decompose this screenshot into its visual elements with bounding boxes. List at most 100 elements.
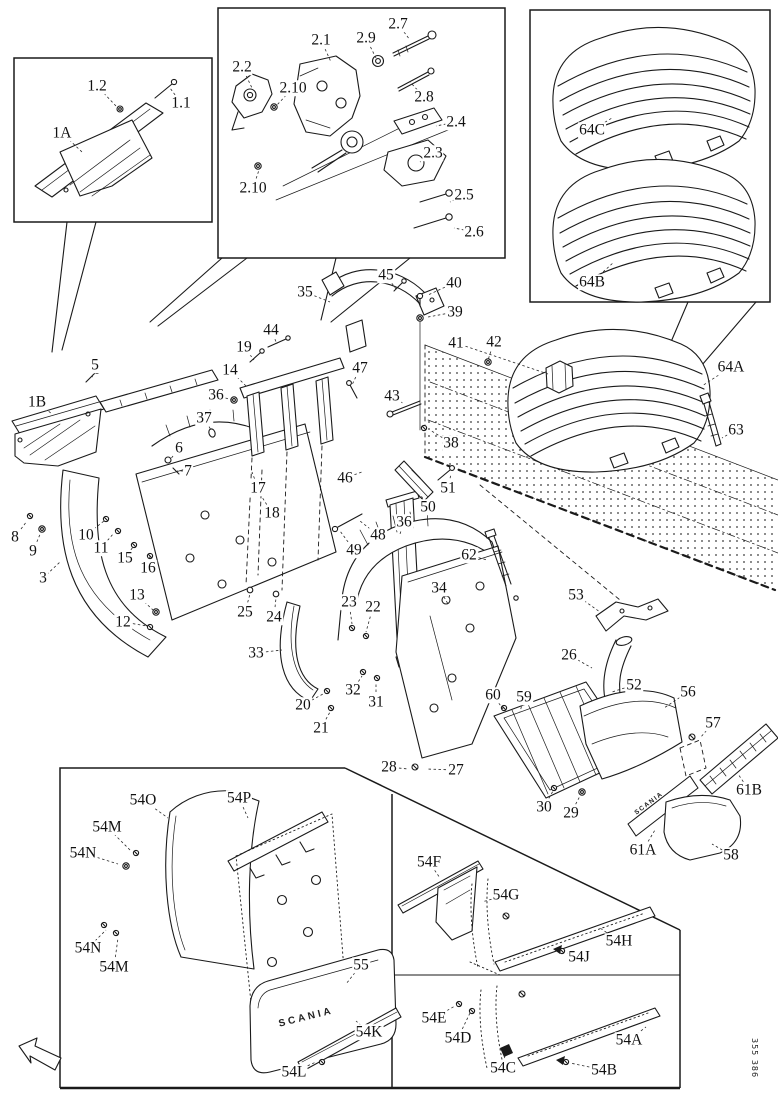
bracket-row [208, 336, 357, 597]
strip-group-lower [455, 986, 660, 1068]
callout-2.3: 2.3 [422, 144, 444, 162]
callout-3: 3 [38, 569, 48, 587]
strip-group-upper [398, 861, 655, 975]
inset-box-1 [14, 58, 212, 222]
callout-36: 36 [395, 513, 413, 531]
callout-6: 6 [174, 439, 184, 457]
callout-2.7: 2.7 [387, 15, 409, 33]
callout-5: 5 [90, 356, 100, 374]
callout-42: 42 [485, 333, 503, 351]
callout-30: 30 [535, 798, 553, 816]
callout-17: 17 [249, 479, 267, 497]
panel-4 [136, 410, 336, 620]
callout-57: 57 [704, 714, 722, 732]
callout-7: 7 [183, 462, 193, 480]
callout-11: 11 [92, 539, 110, 557]
callout-2.9: 2.9 [355, 29, 377, 47]
callout-2.10: 2.10 [238, 179, 268, 197]
callout-27: 27 [447, 761, 465, 779]
badge-strip-61a [628, 776, 698, 836]
grab-handle-35 [322, 270, 573, 432]
callout-32: 32 [344, 681, 362, 699]
fender-33 [280, 602, 318, 701]
callout-54G: 54G [491, 886, 521, 904]
panel-64a [507, 328, 721, 473]
callout-23: 23 [340, 593, 358, 611]
callout-12: 12 [114, 613, 132, 631]
callout-54F: 54F [415, 853, 443, 871]
callout-52: 52 [625, 676, 643, 694]
callout-22: 22 [364, 598, 382, 616]
callout-54M: 54M [98, 958, 130, 976]
step-1b-group [12, 369, 218, 466]
callout-64C: 64C [578, 121, 606, 139]
callout-1.2: 1.2 [86, 77, 108, 95]
callout-56: 56 [679, 683, 697, 701]
callout-62: 62 [460, 546, 478, 564]
callout-55: 55 [352, 956, 370, 974]
callout-54N: 54N [73, 939, 103, 957]
callout-54M: 54M [91, 818, 123, 836]
callout-61B: 61B [735, 781, 763, 799]
panel-58 [664, 795, 741, 860]
callout-25: 25 [236, 603, 254, 621]
callout-21: 21 [312, 719, 330, 737]
rod-62 [485, 529, 518, 600]
callout-2.4: 2.4 [445, 113, 467, 131]
callout-20: 20 [294, 696, 312, 714]
callout-44: 44 [262, 321, 280, 339]
callout-14: 14 [221, 361, 239, 379]
callout-26: 26 [560, 646, 578, 664]
callout-13: 13 [128, 586, 146, 604]
inset-3-panels-64c-64b [552, 26, 756, 303]
callout-37: 37 [195, 409, 213, 427]
callout-28: 28 [380, 758, 398, 776]
callout-54H: 54H [604, 932, 634, 950]
callout-51: 51 [439, 479, 457, 497]
callout-9: 9 [28, 542, 38, 560]
callout-19: 19 [235, 338, 253, 356]
callout-40: 40 [445, 274, 463, 292]
callout-16: 16 [139, 559, 157, 577]
callout-54J: 54J [567, 948, 591, 966]
callout-36: 36 [207, 386, 225, 404]
callout-2.10: 2.10 [278, 79, 308, 97]
bottom-frames [60, 768, 680, 1088]
inset-1a-step-bracket [35, 79, 177, 197]
clip-57 [680, 734, 706, 776]
callout-2.1: 2.1 [310, 31, 332, 49]
callout-49: 49 [345, 541, 363, 559]
mudflap-group [100, 791, 401, 1073]
callout-15: 15 [116, 549, 134, 567]
callout-47: 47 [351, 359, 369, 377]
callout-54O: 54O [128, 791, 158, 809]
callout-58: 58 [722, 846, 740, 864]
callout-39: 39 [446, 303, 464, 321]
callout-59: 59 [515, 688, 533, 706]
direction-arrow-icon [19, 1038, 61, 1070]
callout-2.5: 2.5 [453, 186, 475, 204]
callout-50: 50 [419, 498, 437, 516]
callout-53: 53 [567, 586, 585, 604]
callout-1B: 1B [26, 393, 48, 411]
callout-64A: 64A [716, 358, 746, 376]
figure-number: 355 386 [750, 1038, 759, 1079]
grille-61b [700, 724, 778, 794]
callout-1A: 1A [51, 124, 73, 142]
callout-2.6: 2.6 [463, 223, 485, 241]
callout-54E: 54E [420, 1009, 448, 1027]
callout-8: 8 [10, 528, 20, 546]
callout-48: 48 [369, 526, 387, 544]
callout-38: 38 [442, 434, 460, 452]
callout-35: 35 [296, 283, 314, 301]
callout-60: 60 [484, 686, 502, 704]
callout-46: 46 [336, 469, 354, 487]
callout-10: 10 [77, 526, 95, 544]
panel-34 [323, 546, 516, 770]
callout-34: 34 [430, 579, 448, 597]
callout-33: 33 [247, 644, 265, 662]
callout-2.2: 2.2 [231, 58, 253, 76]
callout-1.1: 1.1 [170, 94, 192, 112]
callout-31: 31 [367, 693, 385, 711]
